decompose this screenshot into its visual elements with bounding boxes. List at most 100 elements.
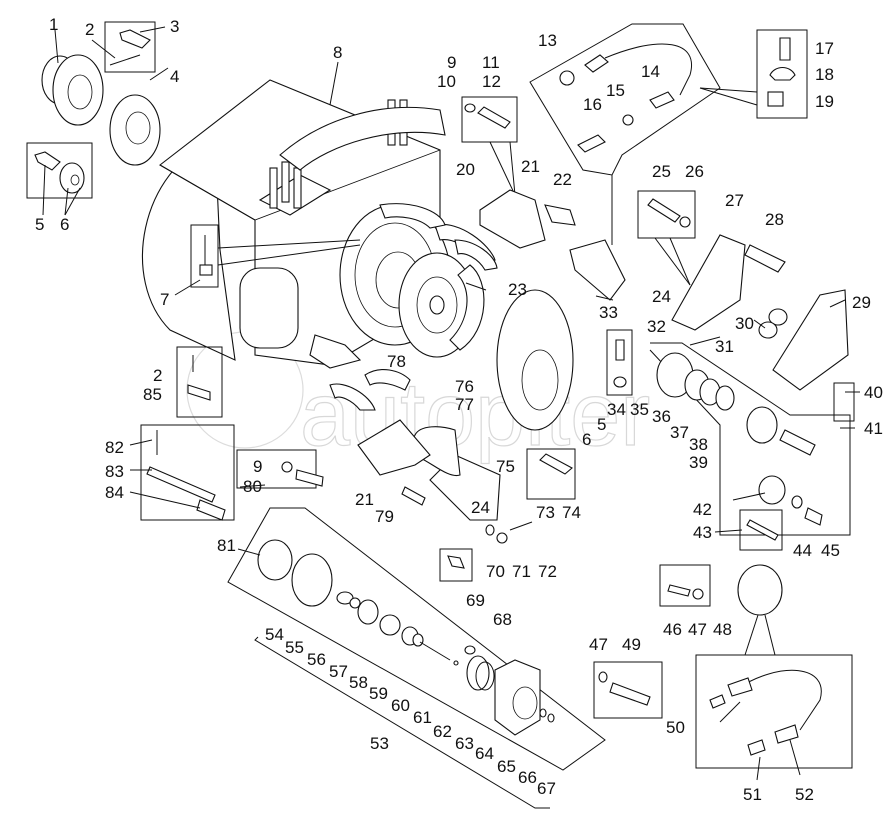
callout-68: 68 xyxy=(493,610,512,629)
part-7-sensor xyxy=(190,224,361,288)
callout-9-dup: 9 xyxy=(253,457,262,476)
watermark-text: autopiter xyxy=(300,365,650,465)
hose-assembly-13-19 xyxy=(529,23,808,245)
callout-29: 29 xyxy=(852,293,871,312)
callout-14: 14 xyxy=(641,62,660,81)
box-9-12 xyxy=(461,96,518,143)
callout-36: 36 xyxy=(652,407,671,426)
callout-83: 83 xyxy=(105,462,124,481)
callout-9: 9 xyxy=(447,53,456,72)
callout-21: 21 xyxy=(521,157,540,176)
callout-52: 52 xyxy=(795,785,814,804)
callout-80: 80 xyxy=(243,477,262,496)
parts-1-6 xyxy=(26,21,161,199)
callout-55: 55 xyxy=(285,638,304,657)
callout-63: 63 xyxy=(455,734,474,753)
callout-44: 44 xyxy=(793,541,812,560)
washer-10 xyxy=(464,103,476,113)
callout-77: 77 xyxy=(455,395,474,414)
callout-17: 17 xyxy=(815,39,834,58)
callout-56: 56 xyxy=(307,650,326,669)
callout-7: 7 xyxy=(160,290,169,309)
bolt-12 xyxy=(477,106,511,129)
callout-51: 51 xyxy=(743,785,762,804)
callout-62: 62 xyxy=(433,722,452,741)
callout-79: 79 xyxy=(375,507,394,526)
callout-41: 41 xyxy=(864,419,883,438)
callout-57: 57 xyxy=(329,662,348,681)
callout-1: 1 xyxy=(49,15,58,34)
callout-5-dup: 5 xyxy=(597,415,606,434)
callout-labels: 1 2 3 4 5 6 7 8 9 10 11 12 13 14 15 16 1… xyxy=(35,15,883,804)
callout-10: 10 xyxy=(437,72,456,91)
callout-43: 43 xyxy=(693,523,712,542)
callout-50: 50 xyxy=(666,718,685,737)
callout-24-dup: 24 xyxy=(471,498,490,517)
callout-34: 34 xyxy=(607,400,626,419)
callout-27: 27 xyxy=(725,191,744,210)
callout-85: 85 xyxy=(143,385,162,404)
callout-13: 13 xyxy=(538,31,557,50)
callout-16: 16 xyxy=(583,95,602,114)
parts-25-30 xyxy=(637,190,849,391)
callout-26: 26 xyxy=(685,162,704,181)
callout-2-dup: 2 xyxy=(153,366,162,385)
callout-65: 65 xyxy=(497,757,516,776)
callout-47-dup: 47 xyxy=(589,635,608,654)
callout-20: 20 xyxy=(456,160,475,179)
callout-12: 12 xyxy=(482,72,501,91)
callout-3: 3 xyxy=(170,17,179,36)
callout-21-dup: 21 xyxy=(355,490,374,509)
callout-76: 76 xyxy=(455,377,474,396)
leader-lines xyxy=(42,26,860,781)
callout-22: 22 xyxy=(553,170,572,189)
callout-45: 45 xyxy=(821,541,840,560)
callout-15: 15 xyxy=(606,81,625,100)
callout-38: 38 xyxy=(689,435,708,454)
callout-11: 11 xyxy=(482,53,500,72)
callout-75: 75 xyxy=(496,457,515,476)
callout-8: 8 xyxy=(333,43,342,62)
callout-25: 25 xyxy=(652,162,671,181)
callout-59: 59 xyxy=(369,684,388,703)
callout-39: 39 xyxy=(689,453,708,472)
callout-48: 48 xyxy=(713,620,732,639)
callout-69: 69 xyxy=(466,591,485,610)
parts-46-52 xyxy=(593,564,853,769)
callout-67: 67 xyxy=(537,779,556,798)
callout-53: 53 xyxy=(370,734,389,753)
watermark: autopiter xyxy=(186,331,651,466)
callout-81: 81 xyxy=(217,536,236,555)
callout-84: 84 xyxy=(105,483,124,502)
callout-73: 73 xyxy=(536,503,555,522)
parts-69-80 xyxy=(236,369,576,582)
callout-2: 2 xyxy=(85,20,94,39)
callout-31: 31 xyxy=(715,337,734,356)
brackets-20-24 xyxy=(379,189,626,301)
parts-31-45 xyxy=(496,289,855,551)
callout-19: 19 xyxy=(815,92,834,111)
callout-71: 71 xyxy=(512,562,531,581)
callout-70: 70 xyxy=(486,562,505,581)
callout-54: 54 xyxy=(265,625,284,644)
callout-82: 82 xyxy=(105,438,124,457)
callout-64: 64 xyxy=(475,744,494,763)
callout-32: 32 xyxy=(647,317,666,336)
callout-37: 37 xyxy=(670,423,689,442)
callout-49: 49 xyxy=(622,635,641,654)
callout-35: 35 xyxy=(630,400,649,419)
callout-72: 72 xyxy=(538,562,557,581)
callout-18: 18 xyxy=(815,65,834,84)
callout-5: 5 xyxy=(35,215,44,234)
callout-46: 46 xyxy=(663,620,682,639)
callout-74: 74 xyxy=(562,503,581,522)
callout-42: 42 xyxy=(693,500,712,519)
callout-30: 30 xyxy=(735,314,754,333)
callout-58: 58 xyxy=(349,673,368,692)
callout-40: 40 xyxy=(864,383,883,402)
callout-28: 28 xyxy=(765,210,784,229)
callout-23: 23 xyxy=(508,280,527,299)
cylinder-assembly-53-68 xyxy=(227,507,606,809)
